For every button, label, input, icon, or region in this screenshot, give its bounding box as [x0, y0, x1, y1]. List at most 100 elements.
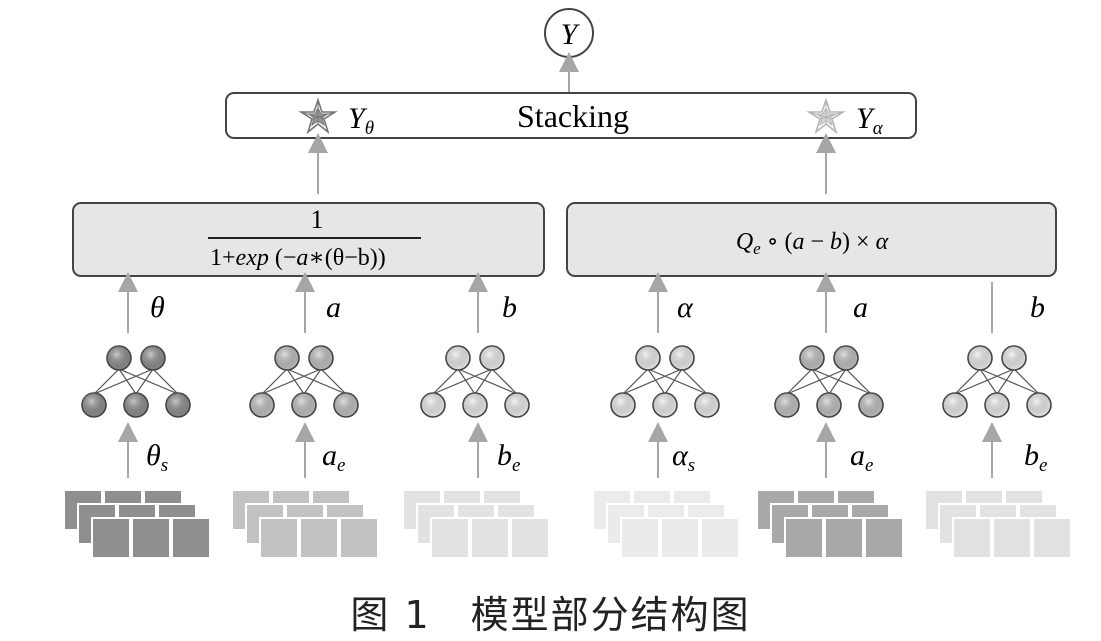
network-edge [152, 368, 179, 395]
network-edge [786, 368, 813, 395]
network-edge [261, 368, 288, 395]
data-block-cell [992, 517, 1032, 559]
network-edge [622, 368, 683, 395]
left-star-icon [298, 97, 338, 135]
network-edge [93, 368, 154, 395]
input-data-blocks [231, 489, 379, 559]
neural-network-icon [942, 345, 1052, 418]
input-label: be [497, 439, 520, 476]
data-block-cell [620, 517, 660, 559]
network-node-highlight [334, 393, 358, 417]
column-alpha: ααs [592, 272, 740, 559]
network-node-highlight [800, 346, 824, 370]
param-label: a [326, 291, 341, 324]
network-edge [681, 368, 708, 395]
data-block-cell [339, 517, 379, 559]
network-node-highlight [817, 393, 841, 417]
neural-network-icon [249, 345, 359, 418]
data-block-cell [660, 517, 700, 559]
network-edge [457, 368, 518, 395]
network-edge [320, 368, 347, 395]
right-formula-box [566, 202, 1057, 277]
data-block-cell [784, 517, 824, 559]
right-output-label: Yα [856, 102, 884, 139]
param-label: θ [150, 291, 165, 324]
network-node-highlight [834, 346, 858, 370]
network-edge [786, 368, 847, 395]
input-label: ae [322, 439, 345, 476]
network-edge [457, 368, 476, 395]
network-edge [979, 368, 998, 395]
column-a-right: aae [756, 272, 904, 559]
network-edge [622, 368, 649, 395]
right-star-icon [806, 97, 846, 135]
network-node-highlight [309, 346, 333, 370]
input-data-blocks [402, 489, 550, 559]
network-edge [118, 368, 137, 395]
stacking-label: Stacking [517, 98, 629, 134]
column-a-left: a ae [231, 272, 379, 559]
input-data-blocks [592, 489, 740, 559]
column-theta: θ θs [63, 272, 211, 559]
param-label: b [502, 291, 517, 324]
input-label: be [1024, 439, 1047, 476]
input-label: θs [146, 439, 168, 476]
network-node-highlight [859, 393, 883, 417]
output-label: Y [561, 18, 581, 51]
param-label: b [1030, 291, 1045, 324]
network-edge [664, 368, 683, 395]
network-edge [491, 368, 518, 395]
network-node-highlight [943, 393, 967, 417]
neural-network-icon [610, 345, 720, 418]
column-b-left: b be [402, 272, 550, 559]
stacking-box [225, 92, 917, 139]
network-edge [474, 368, 493, 395]
network-node-highlight [166, 393, 190, 417]
network-node-highlight [653, 393, 677, 417]
neural-network-icon [420, 345, 530, 418]
network-node-highlight [250, 393, 274, 417]
network-node-highlight [611, 393, 635, 417]
network-edge [432, 368, 493, 395]
network-node-highlight [1027, 393, 1051, 417]
network-node-highlight [985, 393, 1009, 417]
network-node-highlight [670, 346, 694, 370]
data-block-cell [1032, 517, 1072, 559]
network-edge [647, 368, 666, 395]
network-edge [286, 368, 305, 395]
neural-network-icon [81, 345, 191, 418]
input-data-blocks [63, 489, 211, 559]
network-edge [286, 368, 347, 395]
network-edge [979, 368, 1040, 395]
network-edge [432, 368, 459, 395]
network-node-highlight [124, 393, 148, 417]
neural-network-icon [774, 345, 884, 418]
network-edge [1013, 368, 1040, 395]
network-node-highlight [775, 393, 799, 417]
network-node-highlight [82, 393, 106, 417]
data-block-cell [470, 517, 510, 559]
network-node-highlight [275, 346, 299, 370]
data-block-cell [299, 517, 339, 559]
network-edge [647, 368, 708, 395]
network-edge [954, 368, 1015, 395]
column-b-right: b be [924, 282, 1072, 559]
input-data-blocks [756, 489, 904, 559]
network-node-highlight [480, 346, 504, 370]
data-block-cell [430, 517, 470, 559]
network-node-highlight [141, 346, 165, 370]
data-block-cell [824, 517, 864, 559]
data-block-cell [864, 517, 904, 559]
network-node-highlight [968, 346, 992, 370]
network-node-highlight [292, 393, 316, 417]
network-edge [93, 368, 120, 395]
data-block-cell [952, 517, 992, 559]
data-block-cell [510, 517, 550, 559]
input-label: αs [672, 439, 695, 476]
left-formula-denominator: 1+exp (−a∗(θ−b)) [210, 245, 386, 271]
network-node-highlight [695, 393, 719, 417]
figure-caption: 图 1 模型部分结构图 [350, 593, 751, 637]
data-block-cell [700, 517, 740, 559]
network-node-highlight [505, 393, 529, 417]
